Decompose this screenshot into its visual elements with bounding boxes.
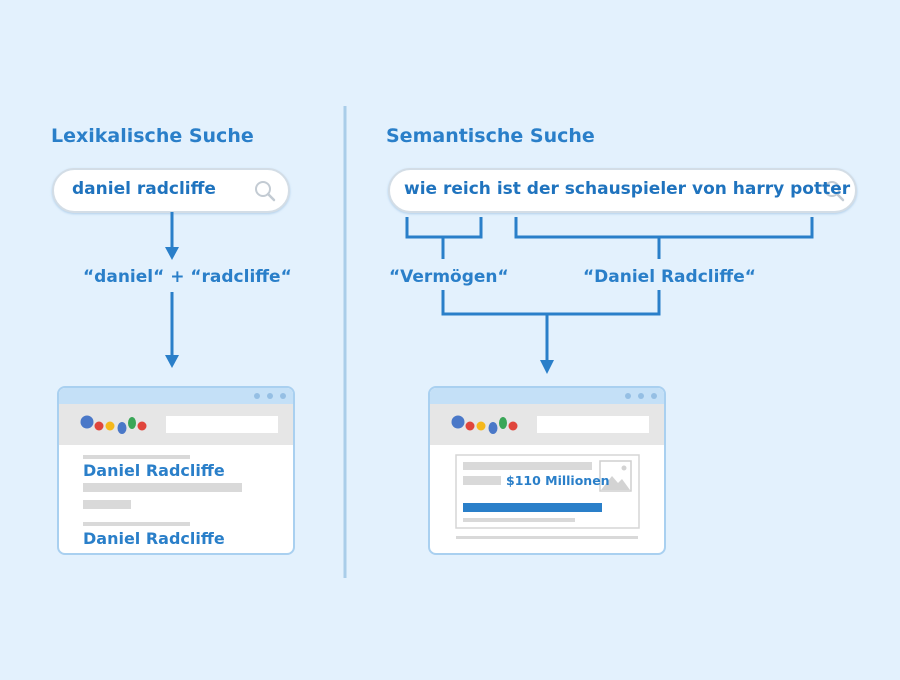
arrow-down-icon [540, 360, 554, 374]
text-placeholder-line [83, 522, 190, 526]
window-dots-icon [625, 393, 657, 399]
google-logo-icon [451, 415, 518, 434]
semantic-search-box[interactable] [388, 168, 857, 213]
lexical-query-text[interactable]: daniel radcliffe [72, 179, 216, 199]
results-search-field [166, 416, 278, 433]
text-placeholder-line [463, 518, 575, 522]
lexical-result-title[interactable]: Daniel Radcliffe [83, 461, 225, 480]
semantic-title: Semantische Suche [386, 125, 595, 147]
merge-connector [441, 290, 661, 363]
lexical-title: Lexikalische Suche [51, 125, 254, 147]
text-placeholder-line [456, 536, 638, 539]
search-icon[interactable] [255, 181, 276, 202]
semantic-concept: “Daniel Radcliffe“ [583, 267, 756, 287]
arrow-down-icon [165, 292, 179, 368]
google-logo-icon [80, 415, 147, 434]
concept-bracket [405, 217, 814, 259]
lexical-result-title[interactable]: Daniel Radcliffe [83, 529, 225, 548]
answer-amount: $110 Millionen [506, 473, 610, 488]
semantic-query-text[interactable]: wie reich ist der schauspieler von harry… [404, 179, 851, 199]
lexical-results-window [57, 386, 295, 555]
window-dots-icon [254, 393, 286, 399]
semantic-results-window [428, 386, 666, 555]
search-icon[interactable] [824, 181, 845, 202]
results-search-field [537, 416, 649, 433]
arrow-down-icon [165, 212, 179, 260]
lexical-terms: “daniel“ + “radcliffe“ [83, 267, 292, 287]
image-placeholder-icon [599, 460, 632, 492]
semantic-concept: “Vermögen“ [389, 267, 509, 287]
text-placeholder-line [463, 476, 501, 485]
text-placeholder-line [463, 462, 592, 470]
answer-card [455, 454, 640, 529]
text-placeholder-line [83, 500, 131, 509]
text-placeholder-line [83, 483, 242, 492]
highlight-bar [463, 503, 602, 512]
text-placeholder-line [83, 455, 190, 459]
